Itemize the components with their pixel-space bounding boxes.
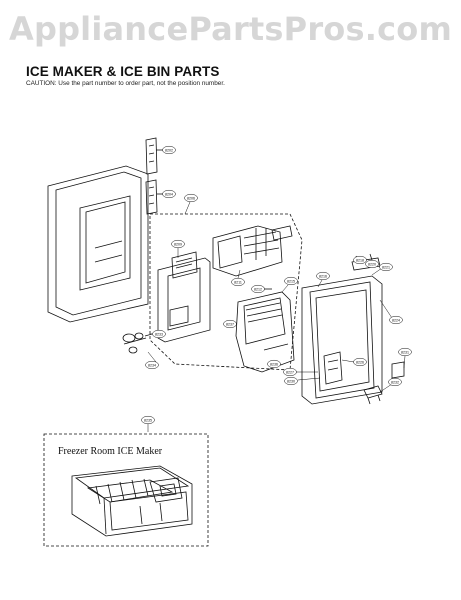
callout-7: 8215 — [287, 279, 295, 283]
callout-18: 8233 — [155, 332, 163, 336]
door-frame — [47, 165, 149, 323]
callout-9: 8218 — [356, 258, 364, 262]
ice-bin-door — [301, 275, 383, 405]
callout-8: 8216 — [319, 274, 327, 278]
inset-ice-maker — [71, 465, 193, 537]
callout-14: 8227 — [286, 370, 294, 374]
callout-13: 8226 — [356, 360, 364, 364]
callout-22: 8237 — [226, 322, 234, 326]
leader-lines — [147, 201, 406, 432]
callout-15: 8230 — [287, 379, 295, 383]
door-latch — [323, 351, 343, 385]
inset-title: Freezer Room ICE Maker — [58, 446, 163, 457]
assembly-outline — [149, 213, 303, 371]
callout-20: 8235 — [144, 418, 152, 422]
callout-2: 8204 — [165, 192, 173, 196]
clip-parts — [122, 332, 153, 354]
inset-frame — [43, 433, 209, 547]
ice-bin — [235, 291, 295, 373]
callout-12: 8224 — [392, 318, 400, 322]
site-watermark: AppliancePartsPros.com — [9, 10, 452, 48]
mounting-bracket — [157, 251, 211, 343]
caution-note: CAUTION: Use the part number to order pa… — [26, 80, 225, 87]
callout-4: 8209 — [174, 242, 182, 246]
bottom-hinge — [363, 385, 383, 405]
callout-11: 8221 — [382, 265, 390, 269]
hinge-lower — [145, 179, 165, 215]
callout-10: 8220 — [368, 262, 376, 266]
page-title: ICE MAKER & ICE BIN PARTS — [26, 64, 220, 79]
callout-3: 8206 — [187, 196, 195, 200]
callout-bubbles: 8202 8204 8206 8209 8211 8212 8215 8216 … — [141, 145, 412, 425]
callout-19: 8234 — [148, 363, 156, 367]
callout-21: 8236 — [270, 362, 278, 366]
callout-16: 8231 — [401, 350, 409, 354]
side-clip — [391, 361, 405, 379]
callout-17: 8232 — [391, 380, 399, 384]
callout-5: 8211 — [234, 280, 242, 284]
hinge-upper — [145, 137, 165, 175]
callout-6: 8212 — [254, 287, 262, 291]
ice-maker-unit — [212, 225, 293, 277]
callout-1: 8202 — [165, 148, 173, 152]
